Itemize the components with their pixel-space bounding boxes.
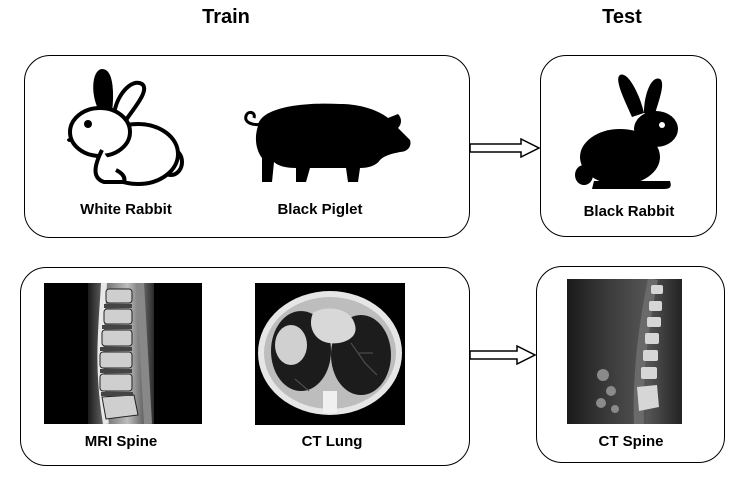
ct-spine-image	[567, 279, 682, 424]
label-white-rabbit: White Rabbit	[80, 201, 172, 218]
arrow-right-icon	[469, 345, 537, 365]
label-black-piglet: Black Piglet	[277, 201, 363, 218]
black-piglet-icon	[240, 96, 415, 188]
train-heading: Train	[202, 6, 250, 28]
ct-lung-image	[255, 283, 405, 425]
arrow-right-icon	[469, 138, 541, 158]
label-mri-spine: MRI Spine	[84, 433, 158, 450]
label-ct-lung: CT Lung	[301, 433, 363, 450]
label-ct-spine: CT Spine	[598, 433, 664, 450]
test-heading: Test	[602, 6, 642, 28]
label-black-rabbit: Black Rabbit	[583, 203, 675, 220]
black-rabbit-icon	[574, 71, 678, 189]
mri-spine-image	[44, 283, 202, 424]
white-rabbit-icon	[62, 66, 190, 188]
